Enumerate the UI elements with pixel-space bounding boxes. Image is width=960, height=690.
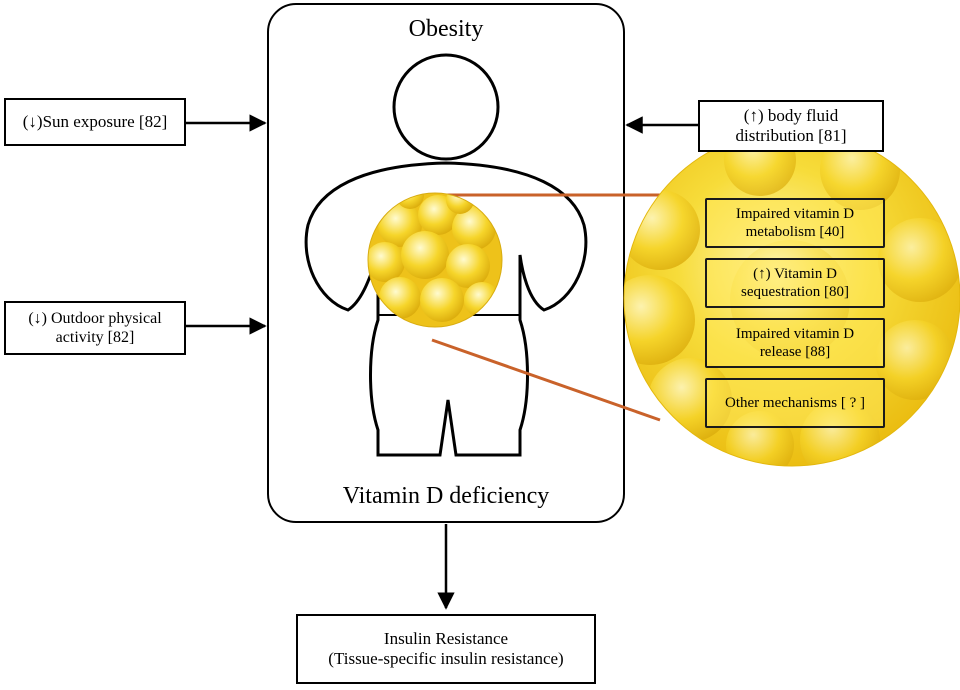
body-fluid-line1: (↑) body fluid — [743, 105, 839, 125]
outdoor-activity-line2: activity [82] — [55, 329, 135, 346]
body-fluid-box: (↑) body fluid distribution [81] — [698, 100, 884, 152]
insulin-resistance-line2: (Tissue-specific insulin resistance) — [328, 649, 564, 668]
connector-line-bottom — [431, 338, 661, 422]
body-fluid-line2: distribution [81] — [735, 126, 847, 145]
person-head — [392, 53, 500, 161]
fat-tissue-small — [368, 193, 502, 327]
mechanism-other-box: Other mechanisms [ ? ] — [705, 378, 885, 428]
mechanism-release-box: Impaired vitamin D release [88] — [705, 318, 885, 368]
mechanism-sequestration-line2: sequestration [80] — [741, 284, 849, 300]
sun-exposure-box: (↓)Sun exposure [82] — [4, 98, 186, 146]
obesity-title: Obesity — [408, 16, 484, 42]
outdoor-activity-line1: (↓) Outdoor physical — [28, 309, 162, 327]
insulin-resistance-line1: Insulin Resistance — [383, 628, 509, 648]
mechanism-metabolism-box: Impaired vitamin D metabolism [40] — [705, 198, 885, 248]
sun-exposure-label: (↓)Sun exposure [82] — [22, 111, 168, 131]
mechanism-metabolism-line1: Impaired vitamin D — [735, 206, 855, 222]
mechanism-other-line1: Other mechanisms [ ? ] — [725, 395, 865, 411]
mechanism-sequestration-box: (↑) Vitamin D sequestration [80] — [705, 258, 885, 308]
mechanism-release-line2: release [88] — [759, 344, 831, 360]
vitamin-d-deficiency-label: Vitamin D deficiency — [342, 483, 550, 509]
mechanism-release-line1: Impaired vitamin D — [735, 326, 855, 342]
insulin-resistance-box: Insulin Resistance (Tissue-specific insu… — [296, 614, 596, 684]
outdoor-activity-box: (↓) Outdoor physical activity [82] — [4, 301, 186, 355]
person-body — [304, 161, 588, 457]
mechanism-sequestration-line1: (↑) Vitamin D — [753, 266, 837, 282]
mechanism-metabolism-line2: metabolism [40] — [745, 224, 845, 240]
